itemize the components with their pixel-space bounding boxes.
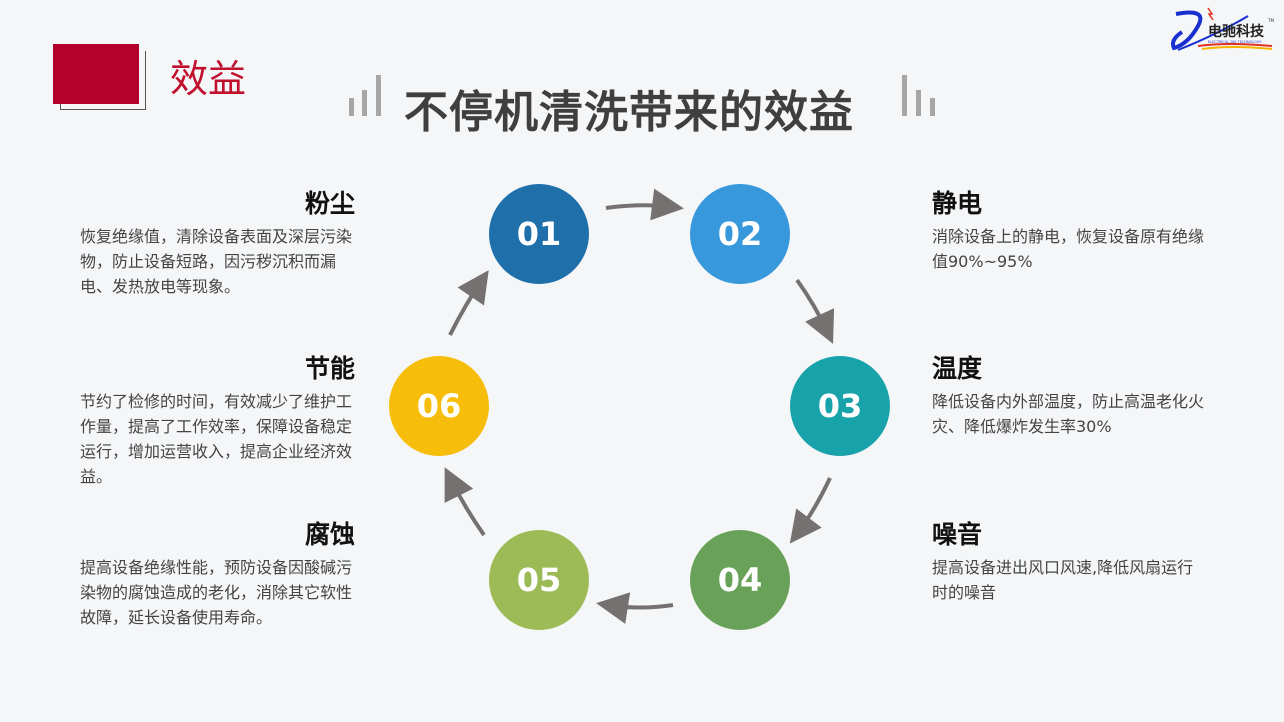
benefit-noise: 噪音 提高设备进出风口风速,降低风扇运行时的噪音 [932, 515, 1207, 605]
benefit-title: 静电 [932, 189, 983, 218]
benefit-title: 温度 [932, 354, 983, 383]
arrow-05-06 [444, 467, 486, 537]
step-circle-03: 03 [790, 356, 890, 456]
benefit-corrosion: 腐蚀 提高设备绝缘性能，预防设备因酸碱污染物的腐蚀造成的老化，消除其它软性故障，… [80, 515, 355, 630]
title-deco-bar [362, 90, 367, 116]
benefit-dust: 粉尘 恢复绝缘值，清除设备表面及深层污染物，防止设备短路，因污秽沉积而漏电、发热… [80, 184, 355, 299]
benefit-title: 噪音 [932, 520, 983, 549]
benefit-static: 静电 消除设备上的静电，恢复设备原有绝缘值90%~95% [932, 184, 1207, 274]
benefit-text: 提高设备绝缘性能，预防设备因酸碱污染物的腐蚀造成的老化，消除其它软性故障，延长设… [80, 558, 353, 627]
title-deco-bar [376, 75, 381, 116]
step-circle-06: 06 [389, 356, 489, 456]
arrow-04-05 [596, 592, 674, 624]
svg-text:电驰科技: 电驰科技 [1208, 23, 1265, 40]
benefit-temperature: 温度 降低设备内外部温度，防止高温老化火灾、降低爆炸发生率30% [932, 349, 1207, 439]
arrow-03-04 [789, 477, 832, 544]
benefit-text: 消除设备上的静电，恢复设备原有绝缘值90%~95% [932, 227, 1205, 271]
benefit-title: 粉尘 [304, 189, 355, 218]
company-logo: 电驰科技 ELECTRICAL DIX TECHNOLOGY TM [1168, 4, 1280, 56]
step-circle-05: 05 [489, 530, 589, 630]
title-deco-bar [930, 98, 935, 116]
step-circle-01: 01 [489, 184, 589, 284]
step-circle-02: 02 [690, 184, 790, 284]
svg-text:ELECTRICAL DIX TECHNOLOGY: ELECTRICAL DIX TECHNOLOGY [1208, 40, 1262, 44]
page-title: 不停机清洗带来的效益 [404, 87, 854, 138]
title-deco-bar [916, 90, 921, 116]
svg-text:TM: TM [1267, 18, 1274, 23]
benefit-text: 恢复绝缘值，清除设备表面及深层污染物，防止设备短路，因污秽沉积而漏电、发热放电等… [80, 227, 353, 296]
arrow-01-02 [605, 188, 684, 221]
benefit-title: 节能 [304, 354, 355, 383]
section-box [53, 44, 139, 104]
section-box-shadow [60, 51, 146, 110]
benefit-text: 提高设备进出风口风速,降低风扇运行时的噪音 [932, 558, 1194, 602]
step-circle-04: 04 [690, 530, 790, 630]
arrow-06-01 [448, 270, 489, 336]
benefit-title: 腐蚀 [304, 520, 355, 549]
arrow-02-03 [795, 278, 835, 344]
benefit-energy: 节能 节约了检修的时间，有效减少了维护工作量，提高了工作效率，保障设备稳定运行，… [80, 349, 355, 489]
title-deco-bar [349, 98, 354, 116]
benefit-text: 降低设备内外部温度，防止高温老化火灾、降低爆炸发生率30% [932, 392, 1205, 436]
benefit-text: 节约了检修的时间，有效减少了维护工作量，提高了工作效率，保障设备稳定运行，增加运… [80, 392, 353, 486]
title-deco-bar [902, 75, 907, 116]
section-label: 效益 [170, 57, 247, 101]
